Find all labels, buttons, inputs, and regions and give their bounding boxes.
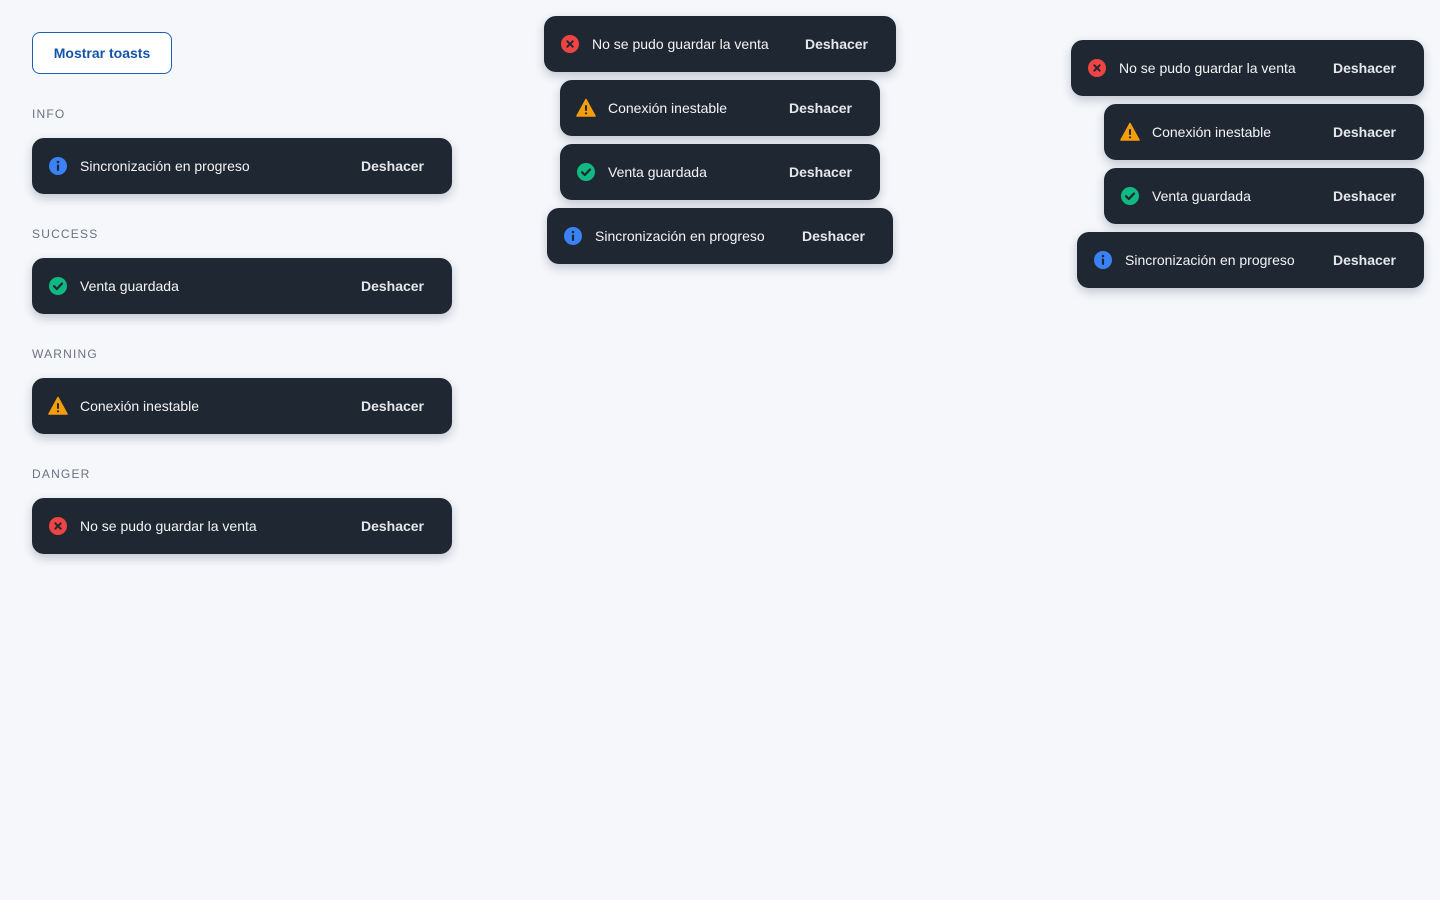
toast-message: Venta guardada	[608, 164, 707, 180]
undo-button[interactable]: Deshacer	[360, 518, 424, 534]
undo-button[interactable]: Deshacer	[1332, 60, 1396, 76]
toast-warning: Conexión inestable Deshacer	[560, 80, 880, 136]
toast-message: Sincronización en progreso	[595, 228, 765, 244]
error-circle-icon	[48, 516, 68, 536]
check-circle-icon	[576, 162, 596, 182]
error-circle-icon	[1087, 58, 1107, 78]
warning-triangle-icon	[1120, 122, 1140, 142]
undo-button[interactable]: Deshacer	[788, 100, 852, 116]
toast-message: Conexión inestable	[608, 100, 728, 116]
info-icon	[1093, 250, 1113, 270]
undo-button[interactable]: Deshacer	[1332, 252, 1396, 268]
toast-message: Conexión inestable	[1152, 124, 1272, 140]
toast-info: Sincronización en progreso Deshacer	[1077, 232, 1424, 288]
undo-button[interactable]: Deshacer	[1332, 124, 1396, 140]
info-icon	[563, 226, 583, 246]
undo-button[interactable]: Deshacer	[360, 158, 424, 174]
toast-danger: No se pudo guardar la venta Deshacer	[1071, 40, 1424, 96]
toast-danger: No se pudo guardar la venta Deshacer	[32, 498, 452, 554]
toast-success: Venta guardada Deshacer	[1104, 168, 1424, 224]
toast-info: Sincronización en progreso Deshacer	[547, 208, 893, 264]
toast-message: Sincronización en progreso	[1125, 252, 1295, 268]
undo-button[interactable]: Deshacer	[1332, 188, 1396, 204]
error-circle-icon	[560, 34, 580, 54]
toast-message: Venta guardada	[80, 278, 179, 294]
toast-message: No se pudo guardar la venta	[1119, 60, 1296, 76]
section-label-danger: DANGER	[32, 467, 91, 481]
toast-success: Venta guardada Deshacer	[560, 144, 880, 200]
toast-success: Venta guardada Deshacer	[32, 258, 452, 314]
toast-message: No se pudo guardar la venta	[80, 518, 257, 534]
undo-button[interactable]: Deshacer	[360, 278, 424, 294]
warning-triangle-icon	[576, 98, 596, 118]
toast-message: Venta guardada	[1152, 188, 1251, 204]
undo-button[interactable]: Deshacer	[801, 228, 865, 244]
show-toasts-button[interactable]: Mostrar toasts	[32, 32, 172, 74]
toast-warning: Conexión inestable Deshacer	[1104, 104, 1424, 160]
section-label-success: SUCCESS	[32, 227, 99, 241]
info-icon	[48, 156, 68, 176]
toast-message: No se pudo guardar la venta	[592, 36, 769, 52]
toast-message: Sincronización en progreso	[80, 158, 250, 174]
undo-button[interactable]: Deshacer	[804, 36, 868, 52]
toast-danger: No se pudo guardar la venta Deshacer	[544, 16, 896, 72]
toast-message: Conexión inestable	[80, 398, 200, 414]
toast-info: Sincronización en progreso Deshacer	[32, 138, 452, 194]
warning-triangle-icon	[48, 396, 68, 416]
toast-warning: Conexión inestable Deshacer	[32, 378, 452, 434]
check-circle-icon	[48, 276, 68, 296]
section-label-warning: WARNING	[32, 347, 98, 361]
check-circle-icon	[1120, 186, 1140, 206]
undo-button[interactable]: Deshacer	[360, 398, 424, 414]
undo-button[interactable]: Deshacer	[788, 164, 852, 180]
section-label-info: INFO	[32, 107, 66, 121]
